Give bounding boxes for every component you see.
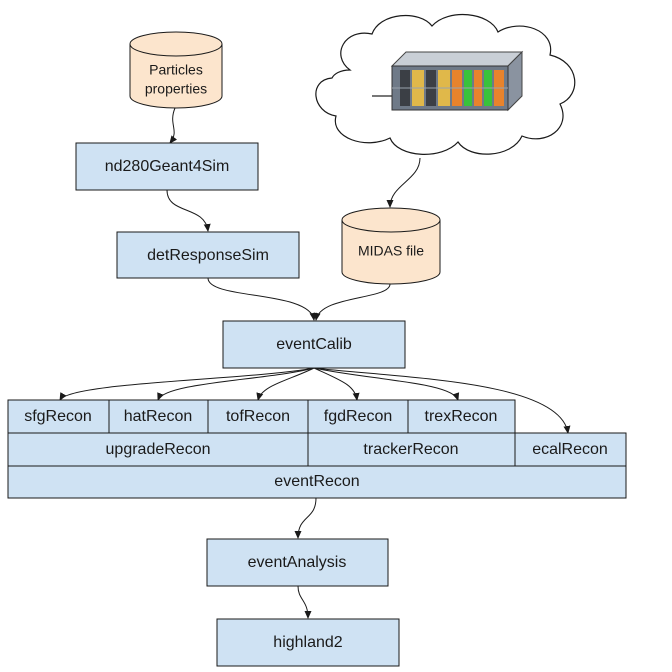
fgdrecon-node: fgdRecon bbox=[307, 399, 409, 434]
hatrecon-node: hatRecon bbox=[108, 399, 209, 434]
fgdrecon-label: fgdRecon bbox=[324, 408, 393, 425]
tofrecon-node: tofRecon bbox=[207, 399, 309, 434]
trexrecon-node: trexRecon bbox=[407, 399, 516, 434]
eventrecon-label: eventRecon bbox=[274, 473, 359, 490]
detresponsesim-node: detResponseSim bbox=[116, 231, 300, 279]
sfgrecon-label: sfgRecon bbox=[24, 408, 92, 425]
edge-eventcalib-to-fgdrecon bbox=[313, 367, 360, 401]
tofrecon-label: tofRecon bbox=[226, 408, 290, 425]
edge-eventanalysis-to-highland2 bbox=[297, 585, 312, 619]
midas-file-node: MIDAS file bbox=[341, 207, 441, 285]
sfgrecon-node: sfgRecon bbox=[7, 399, 110, 434]
nd280geant4sim-node: nd280Geant4Sim bbox=[75, 142, 259, 191]
midas-file-label: MIDAS file bbox=[358, 243, 424, 259]
edge-detresponse-to-eventcalib bbox=[207, 277, 317, 321]
highland2-node: highland2 bbox=[216, 618, 400, 667]
upgraderecon-label: upgradeRecon bbox=[106, 441, 211, 458]
nd280geant4sim-label: nd280Geant4Sim bbox=[105, 158, 230, 175]
particles-label-line1: Particles bbox=[149, 62, 203, 78]
upgraderecon-node: upgradeRecon bbox=[7, 432, 309, 467]
eventrecon-node: eventRecon bbox=[7, 465, 627, 499]
eventcalib-label: eventCalib bbox=[276, 336, 352, 353]
edge-midas-to-eventcalib bbox=[313, 283, 391, 321]
edge-eventcalib-to-sfgrecon bbox=[59, 367, 315, 401]
particles-label-line2: properties bbox=[145, 81, 207, 97]
edge-eventcalib-to-tofrecon bbox=[256, 367, 315, 401]
detector-image bbox=[372, 50, 524, 112]
particles-properties-node: Particles properties bbox=[129, 31, 223, 109]
highland2-label: highland2 bbox=[273, 634, 343, 651]
edge-eventrecon-to-eventanalysis bbox=[294, 497, 317, 539]
hatrecon-label: hatRecon bbox=[124, 408, 193, 425]
edge-nd280-to-detresponse bbox=[166, 189, 211, 232]
trackerrecon-node: trackerRecon bbox=[307, 432, 516, 467]
ecalrecon-label: ecalRecon bbox=[532, 441, 608, 458]
detresponsesim-label: detResponseSim bbox=[147, 247, 269, 264]
eventanalysis-label: eventAnalysis bbox=[248, 554, 347, 571]
edge-eventcalib-to-trexrecon bbox=[313, 367, 460, 401]
edge-cloud-to-midas bbox=[386, 157, 421, 208]
trackerrecon-label: trackerRecon bbox=[363, 441, 458, 458]
edges bbox=[59, 107, 571, 619]
detector-cloud bbox=[315, 13, 576, 155]
trexrecon-label: trexRecon bbox=[425, 408, 498, 425]
edge-eventcalib-to-hatrecon bbox=[157, 367, 315, 401]
edge-eventcalib-to-ecalrecon bbox=[313, 367, 571, 434]
ecalrecon-node: ecalRecon bbox=[514, 432, 627, 467]
edge-particles-to-nd280 bbox=[169, 107, 178, 144]
eventcalib-node: eventCalib bbox=[222, 320, 406, 369]
eventanalysis-node: eventAnalysis bbox=[206, 538, 389, 587]
